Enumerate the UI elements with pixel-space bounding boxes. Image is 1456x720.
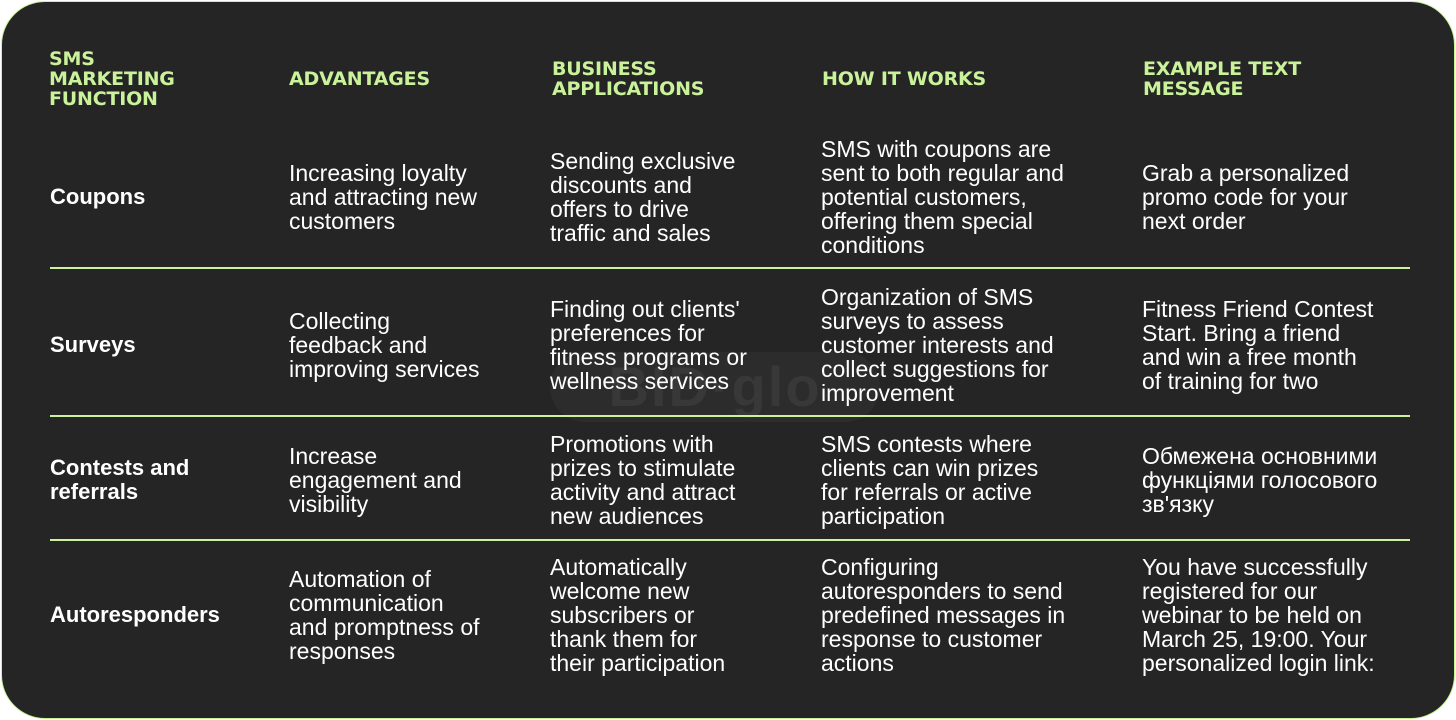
cell-function: Autoresponders bbox=[50, 602, 220, 627]
cell-how-it-works: SMS with coupons are sent to both regula… bbox=[821, 136, 1064, 258]
watermark-logo: BID·glo bbox=[550, 352, 880, 422]
cell-applications: Sending exclusive discounts and offers t… bbox=[550, 148, 736, 246]
header-function: SMS MARKETING FUNCTION bbox=[49, 48, 175, 110]
table-row-coupons: Coupons Increasing loyalty and attractin… bbox=[50, 132, 1410, 262]
cell-function: Surveys bbox=[50, 332, 136, 357]
cell-how-it-works: Configuring autoresponders to send prede… bbox=[821, 554, 1066, 676]
cell-advantages: Increase engagement and visibility bbox=[289, 443, 462, 517]
cell-how-it-works: SMS contests where clients can win prize… bbox=[821, 431, 1039, 529]
header-how-it-works: HOW IT WORKS bbox=[822, 68, 987, 90]
cell-example: You have successfully registered for our… bbox=[1142, 554, 1375, 676]
header-example-message: EXAMPLE TEXT MESSAGE bbox=[1143, 58, 1302, 100]
cell-applications: Finding out clients' preferences for fit… bbox=[550, 296, 747, 394]
cell-example: Обмежена основними функціями голосового … bbox=[1142, 443, 1378, 517]
cell-how-it-works: Organization of SMS surveys to assess cu… bbox=[821, 284, 1054, 406]
cell-example: Grab a personalized promo code for your … bbox=[1142, 160, 1350, 234]
row-divider bbox=[50, 267, 1410, 269]
cell-function: Contests and referrals bbox=[50, 455, 190, 504]
cell-advantages: Collecting feedback and improving servic… bbox=[289, 308, 480, 382]
cell-applications: Promotions with prizes to stimulate acti… bbox=[550, 431, 736, 529]
cell-advantages: Increasing loyalty and attracting new cu… bbox=[289, 160, 477, 234]
table-row-contests-referrals: Contests and referrals Increase engageme… bbox=[50, 422, 1410, 538]
cell-example: Fitness Friend Contest Start. Bring a fr… bbox=[1142, 296, 1374, 394]
table-row-autoresponders: Autoresponders Automation of communicati… bbox=[50, 550, 1410, 680]
row-divider bbox=[50, 415, 1410, 417]
row-divider bbox=[50, 539, 1410, 541]
header-advantages: ADVANTAGES bbox=[289, 68, 430, 90]
cell-advantages: Automation of communication and promptne… bbox=[289, 566, 480, 664]
cell-function: Coupons bbox=[50, 184, 146, 209]
table-row-surveys: Surveys Collecting feedback and improvin… bbox=[50, 280, 1410, 410]
header-business-applications: BUSINESS APPLICATIONS bbox=[552, 58, 705, 100]
cell-applications: Automatically welcome new subscribers or… bbox=[550, 554, 726, 676]
